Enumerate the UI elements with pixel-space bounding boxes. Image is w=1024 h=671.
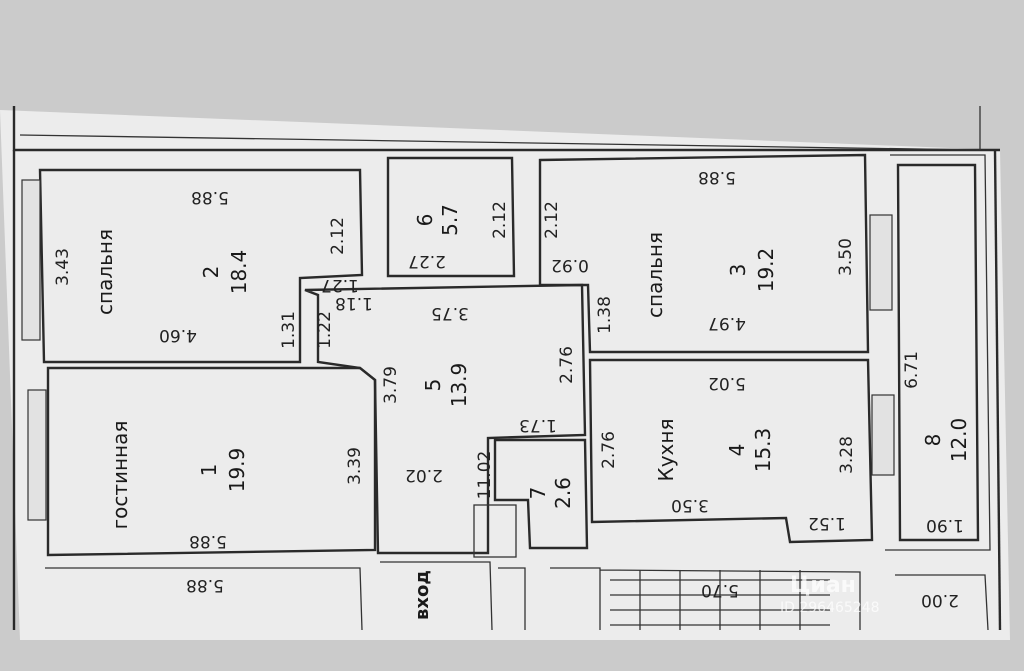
window-room-1: [27, 389, 47, 521]
room-5-walls: [304, 283, 587, 555]
room-3-number: 3: [726, 264, 750, 277]
room-8-depth: 6.71: [902, 351, 922, 389]
neighbor-right: [895, 574, 989, 631]
window-room-3: [869, 214, 893, 311]
room-3-width-bottom: 4.97: [708, 313, 746, 333]
dim-1-22: 1.22: [315, 311, 335, 349]
room-8-width: 1.90: [926, 515, 964, 535]
dim-2-02: 2.02: [405, 465, 443, 485]
room-3-depth-right: 3.50: [836, 238, 856, 276]
room-4-width-top: 5.02: [708, 373, 746, 393]
room-4-number: 4: [725, 444, 749, 457]
window-room-2: [21, 179, 41, 341]
outer-right-wall: [993, 149, 1002, 631]
room-2-depth-right: 2.12: [328, 217, 348, 255]
room-4-walls: [588, 358, 874, 544]
room-3-name: спальня: [643, 232, 667, 318]
room-6-area: 5.7: [438, 204, 462, 236]
room-6-width: 2.27: [408, 251, 446, 271]
room-4-depth-left: 2.76: [599, 431, 619, 469]
room-6-number: 6: [413, 214, 437, 227]
room-7-area: 2.6: [551, 477, 575, 509]
room-1-walls: [46, 366, 377, 557]
room-8-walls: [896, 163, 980, 542]
room-1-area: 19.9: [225, 448, 249, 493]
dim-1-27: 1.27: [321, 275, 359, 295]
watermark-id: ID 296465248: [780, 600, 880, 616]
dim-1-18: 1.18: [335, 293, 373, 313]
room-8-area: 12.0: [947, 418, 971, 463]
dim-0-92: 0.92: [551, 255, 589, 275]
room-7-number: 7: [526, 487, 550, 500]
room-5-depth-right: 2.76: [557, 346, 577, 384]
room-4-depth-right: 3.28: [837, 436, 857, 474]
room-2-width-top: 5.88: [191, 187, 229, 207]
neighbor-left: [45, 567, 363, 631]
room-2-name: спальня: [93, 229, 117, 315]
room-2-walls: [38, 168, 364, 364]
room-2-area: 18.4: [227, 250, 251, 295]
room-6-depth: 2.12: [490, 201, 510, 239]
room-2-number: 2: [199, 266, 223, 279]
paper-sheet: [0, 110, 1010, 640]
stair-block: [550, 567, 861, 630]
dim-bottom-right: 2.00: [921, 590, 959, 610]
dim-1-38: 1.38: [595, 296, 615, 334]
entrance-walls: [380, 561, 526, 631]
room-1-name: гостинная: [108, 421, 132, 530]
room-5-number: 5: [421, 379, 445, 392]
room-1-number: 1: [197, 464, 221, 477]
room-1-width: 5.88: [189, 531, 227, 551]
room-5-area: 13.9: [447, 363, 471, 408]
room-4-name: Кухня: [654, 419, 678, 482]
room-3-depth-left: 2.12: [542, 201, 562, 239]
stairs: [610, 570, 830, 630]
room-3-width-top: 5.88: [698, 167, 736, 187]
dim-11-02: 11.02: [475, 451, 495, 500]
balcony-outline: [885, 154, 991, 551]
room-1-depth: 3.39: [345, 447, 365, 485]
room-5-depth-left: 3.79: [381, 366, 401, 404]
room-2-depth: 3.43: [53, 248, 73, 286]
room-8-number: 8: [921, 434, 945, 447]
dim-bottom-left: 5.88: [186, 575, 224, 595]
dim-1-52: 1.52: [808, 513, 846, 533]
dim-1-31: 1.31: [279, 311, 299, 349]
room-4-area: 15.3: [751, 428, 775, 473]
shaft: [473, 504, 517, 558]
room-3-area: 19.2: [754, 248, 778, 293]
dim-bottom-mid: 5.70: [701, 580, 739, 600]
room-4-width-bottom: 3.50: [671, 495, 709, 515]
entrance-label: вход: [412, 570, 433, 620]
room-6-walls: [386, 156, 516, 278]
room-7-walls: [493, 438, 589, 550]
room-2-width-bottom: 4.60: [159, 325, 197, 345]
room-3-walls: [538, 153, 870, 354]
outer-top-line: [19, 106, 981, 151]
watermark-logo: Циан: [790, 573, 856, 598]
room-5-width-top: 3.75: [431, 303, 469, 323]
window-room-4: [871, 394, 895, 476]
dim-1-73: 1.73: [519, 415, 557, 435]
